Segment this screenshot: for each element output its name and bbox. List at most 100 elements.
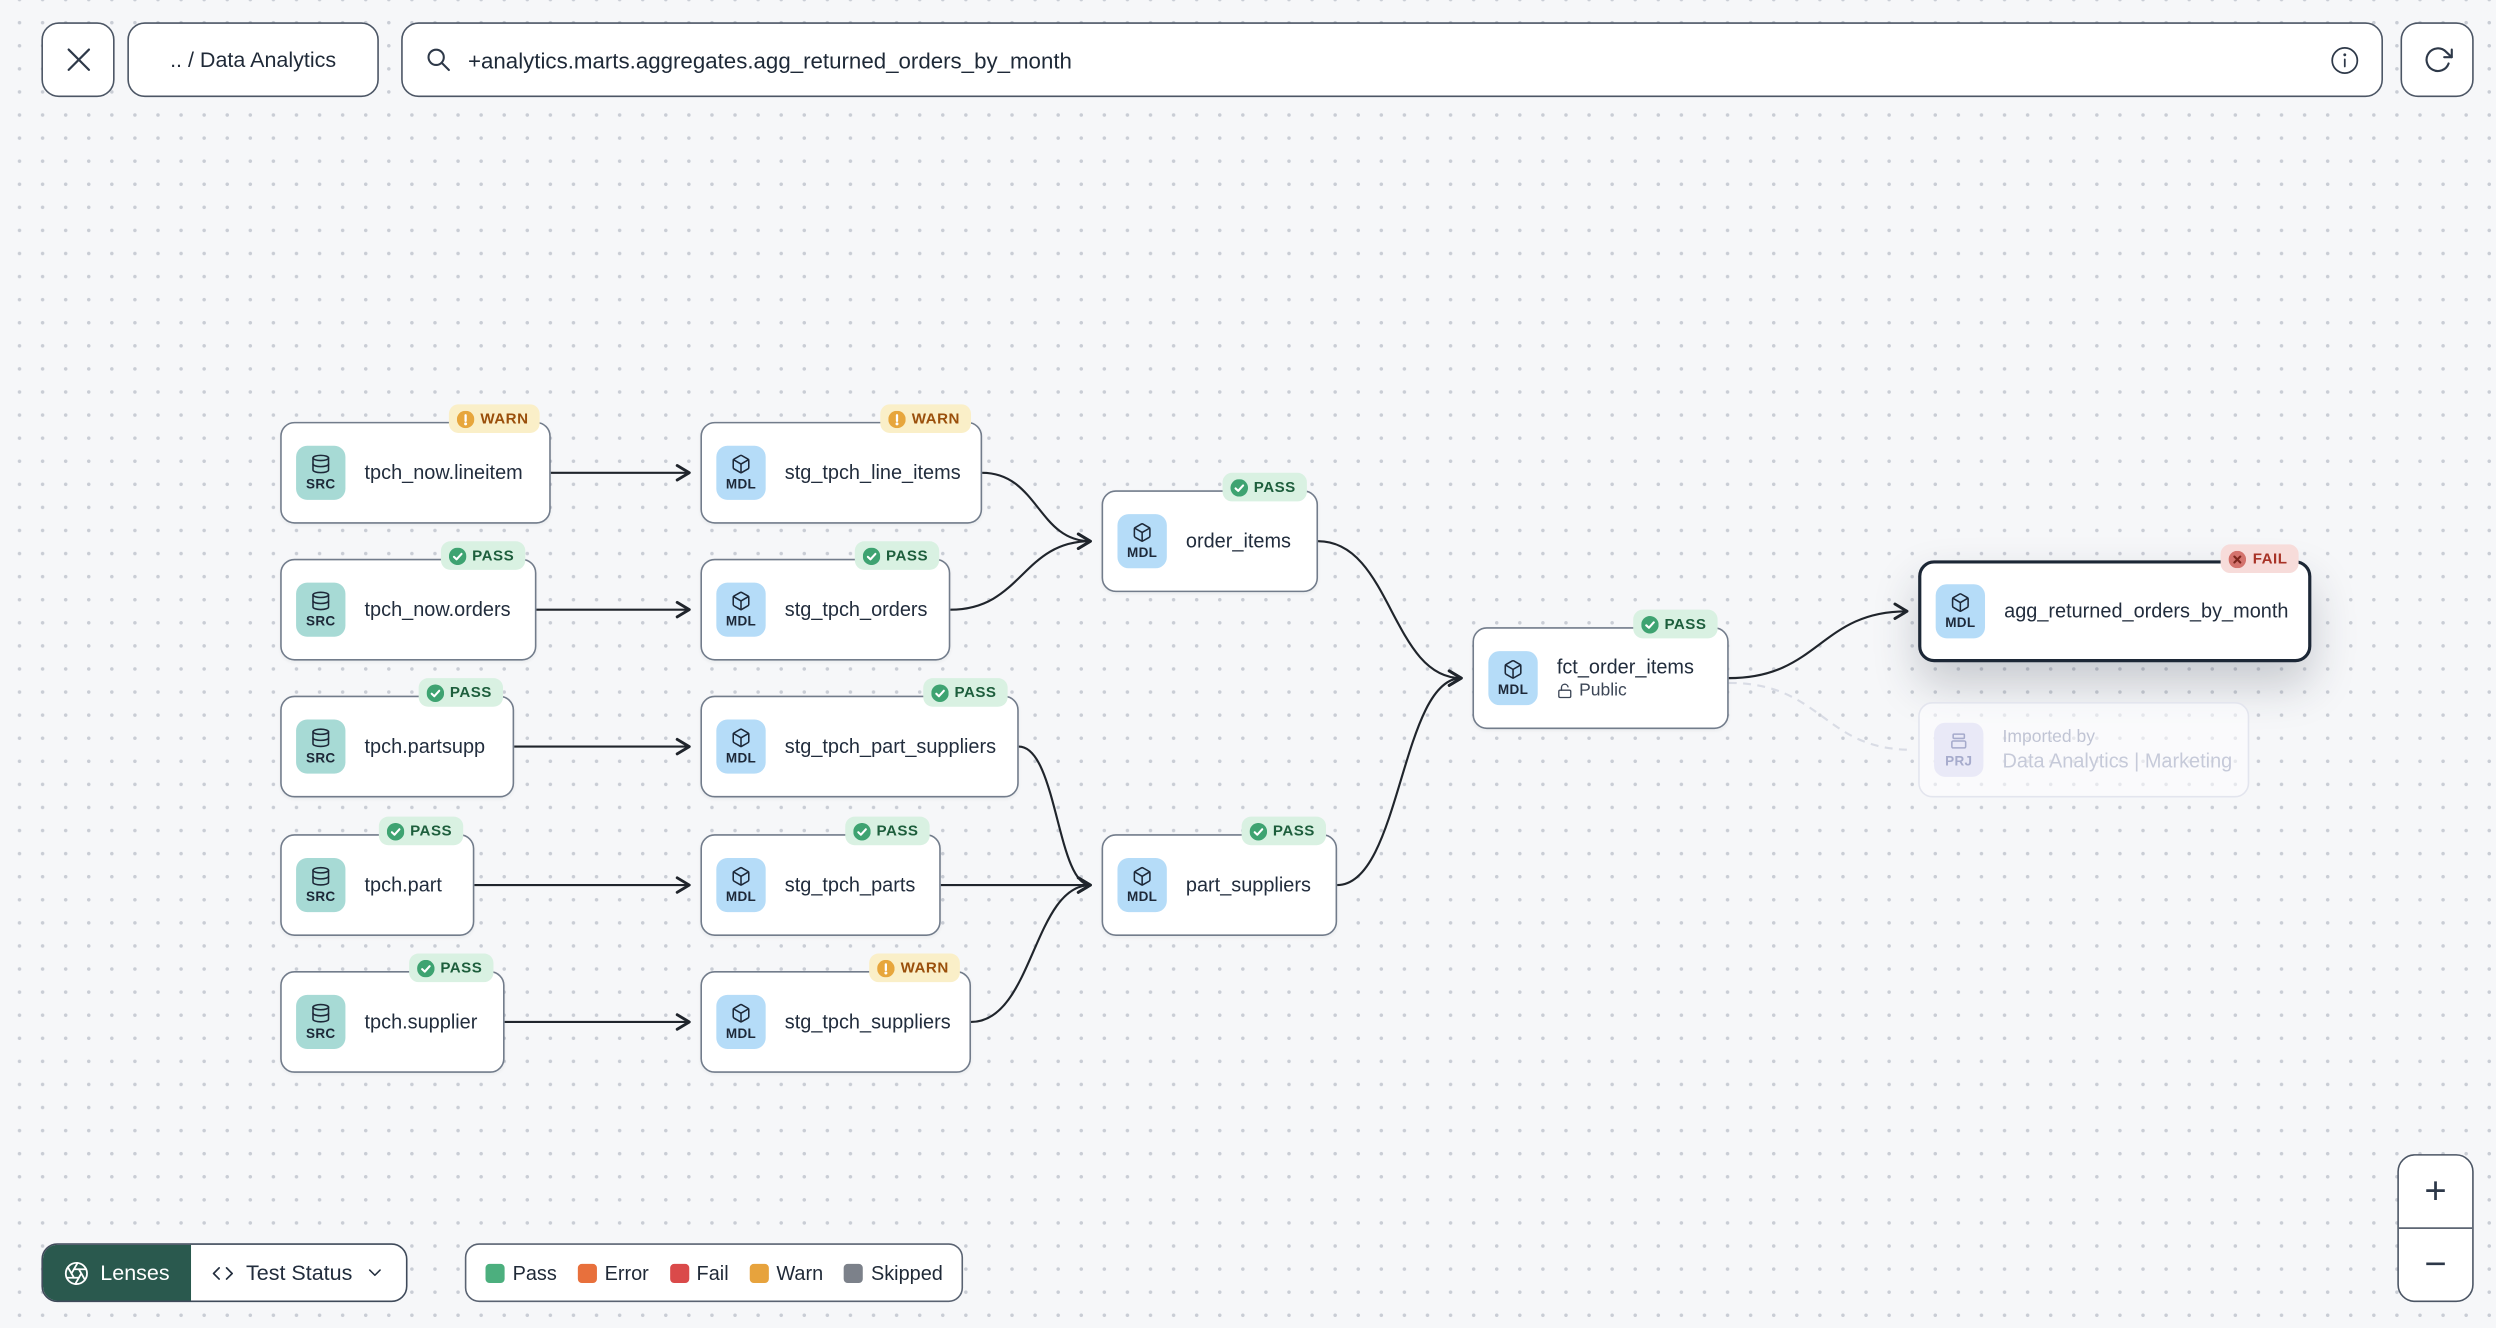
status-badge: FAIL bbox=[2220, 544, 2299, 574]
status-badge: PASS bbox=[408, 953, 494, 983]
chevron-down-icon bbox=[369, 1269, 382, 1277]
edge bbox=[1018, 745, 1092, 894]
status-badge: PASS bbox=[440, 541, 526, 570]
lenses-button[interactable]: Lenses bbox=[42, 1244, 191, 1301]
imported-by-label: Imported by bbox=[2002, 727, 2096, 747]
pass-icon bbox=[862, 547, 880, 565]
project-icon: PRJ bbox=[1934, 722, 1984, 777]
status-badge: WARN bbox=[879, 404, 972, 433]
breadcrumb-label: .. / Data Analytics bbox=[170, 47, 337, 72]
source-icon: SRC bbox=[296, 582, 346, 637]
status-badge: PASS bbox=[854, 541, 940, 570]
node-label: order_items bbox=[1185, 530, 1291, 553]
pass-icon bbox=[448, 547, 466, 565]
legend-item-fail: Fail bbox=[669, 1262, 729, 1284]
zoom-out-button[interactable]: − bbox=[2398, 1227, 2473, 1300]
status-badge: PASS bbox=[922, 678, 1008, 707]
access-label: Public bbox=[1557, 681, 1694, 700]
close-icon bbox=[66, 48, 90, 71]
refresh-button[interactable] bbox=[2400, 22, 2474, 98]
edge bbox=[950, 532, 1092, 611]
node-stg-tpch-orders[interactable]: PASS MDL stg_tpch_orders bbox=[700, 541, 951, 661]
refresh-icon bbox=[2424, 47, 2453, 73]
node-label: agg_returned_orders_by_month bbox=[2004, 600, 2289, 623]
warn-icon bbox=[877, 959, 895, 977]
warn-icon bbox=[456, 410, 474, 428]
legend-item-pass: Pass bbox=[485, 1262, 557, 1284]
node-tpch-now-lineitem[interactable]: WARN SRC tpch_now.lineitem bbox=[280, 404, 551, 524]
search-input[interactable] bbox=[468, 46, 2315, 73]
legend-item-skipped: Skipped bbox=[843, 1262, 943, 1284]
pass-icon bbox=[1641, 615, 1659, 633]
source-icon: SRC bbox=[296, 445, 346, 500]
model-icon: MDL bbox=[1117, 514, 1167, 569]
lenses-control: Lenses Test Status bbox=[41, 1243, 409, 1303]
node-part-suppliers[interactable]: PASS MDL part_suppliers bbox=[1101, 816, 1338, 937]
info-icon[interactable] bbox=[2330, 45, 2359, 74]
node-agg-returned-orders-by-month[interactable]: FAIL MDL agg_returned_orders_by_month bbox=[1918, 544, 2312, 663]
breadcrumb[interactable]: .. / Data Analytics bbox=[127, 22, 379, 98]
pass-swatch bbox=[485, 1263, 505, 1283]
source-icon: SRC bbox=[296, 719, 346, 774]
node-label: tpch.part bbox=[364, 873, 442, 897]
node-imported-by-project[interactable]: PRJ Imported by Data Analytics | Marketi… bbox=[1918, 702, 2250, 798]
node-label: tpch.partsupp bbox=[364, 735, 486, 758]
node-tpch-part[interactable]: PASS SRC tpch.part bbox=[280, 816, 475, 937]
node-tpch-partsupp[interactable]: PASS SRC tpch.partsupp bbox=[280, 678, 515, 798]
fail-icon bbox=[2229, 550, 2247, 568]
warn-icon bbox=[888, 410, 906, 428]
pass-icon bbox=[386, 822, 404, 840]
node-label: tpch_now.lineitem bbox=[364, 461, 523, 484]
model-icon: MDL bbox=[716, 994, 766, 1050]
edge bbox=[982, 471, 1092, 550]
edge-imported-by bbox=[1728, 681, 1912, 751]
minus-icon: − bbox=[2424, 1242, 2447, 1286]
lens-selected-label: Test Status bbox=[246, 1260, 353, 1285]
pass-icon bbox=[426, 684, 444, 702]
model-icon: MDL bbox=[716, 858, 766, 913]
skipped-swatch bbox=[843, 1263, 864, 1283]
node-label: stg_tpch_parts bbox=[784, 873, 916, 897]
node-tpch-supplier[interactable]: PASS SRC tpch.supplier bbox=[280, 953, 505, 1073]
model-icon: MDL bbox=[716, 719, 766, 774]
lens-selector[interactable]: Test Status bbox=[190, 1245, 406, 1301]
model-icon: MDL bbox=[716, 582, 766, 637]
status-badge: WARN bbox=[448, 404, 540, 433]
model-icon: MDL bbox=[1117, 858, 1167, 913]
status-badge: PASS bbox=[1221, 472, 1307, 502]
unlock-icon bbox=[1557, 683, 1573, 699]
close-button[interactable] bbox=[41, 22, 115, 98]
status-badge: WARN bbox=[868, 953, 960, 983]
node-label: stg_tpch_orders bbox=[784, 598, 928, 621]
status-badge: PASS bbox=[1241, 816, 1327, 846]
status-badge: PASS bbox=[418, 678, 504, 707]
pass-icon bbox=[853, 822, 871, 840]
node-stg-tpch-suppliers[interactable]: WARN MDL stg_tpch_suppliers bbox=[700, 953, 972, 1073]
node-order-items[interactable]: PASS MDL order_items bbox=[1101, 472, 1319, 593]
legend-item-error: Error bbox=[577, 1262, 649, 1284]
model-icon: MDL bbox=[1488, 651, 1538, 706]
search-icon bbox=[427, 48, 450, 72]
node-label: part_suppliers bbox=[1185, 873, 1311, 897]
edge bbox=[971, 876, 1092, 1024]
node-tpch-now-orders[interactable]: PASS SRC tpch_now.orders bbox=[280, 541, 537, 661]
edge bbox=[1318, 540, 1463, 687]
edge bbox=[1337, 669, 1463, 887]
search-box[interactable] bbox=[401, 22, 2383, 98]
code-icon bbox=[212, 1266, 233, 1280]
warn-swatch bbox=[749, 1263, 769, 1283]
node-stg-tpch-line-items[interactable]: WARN MDL stg_tpch_line_items bbox=[700, 404, 983, 524]
node-fct-order-items[interactable]: PASS MDL fct_order_items Public bbox=[1472, 609, 1729, 730]
node-label: stg_tpch_part_suppliers bbox=[784, 735, 997, 758]
zoom-controls: + − bbox=[2397, 1154, 2474, 1303]
error-swatch bbox=[577, 1263, 597, 1283]
plus-icon: + bbox=[2424, 1169, 2447, 1213]
imported-by-project-name: Data Analytics | Marketing bbox=[2002, 749, 2233, 773]
source-icon: SRC bbox=[296, 994, 346, 1050]
node-stg-tpch-part-suppliers[interactable]: PASS MDL stg_tpch_part_suppliers bbox=[700, 678, 1019, 798]
status-legend: Pass Error Fail Warn Skipped bbox=[464, 1243, 964, 1303]
zoom-in-button[interactable]: + bbox=[2399, 1156, 2472, 1228]
node-stg-tpch-parts[interactable]: PASS MDL stg_tpch_parts bbox=[700, 816, 941, 937]
node-label: tpch.supplier bbox=[364, 1010, 478, 1034]
